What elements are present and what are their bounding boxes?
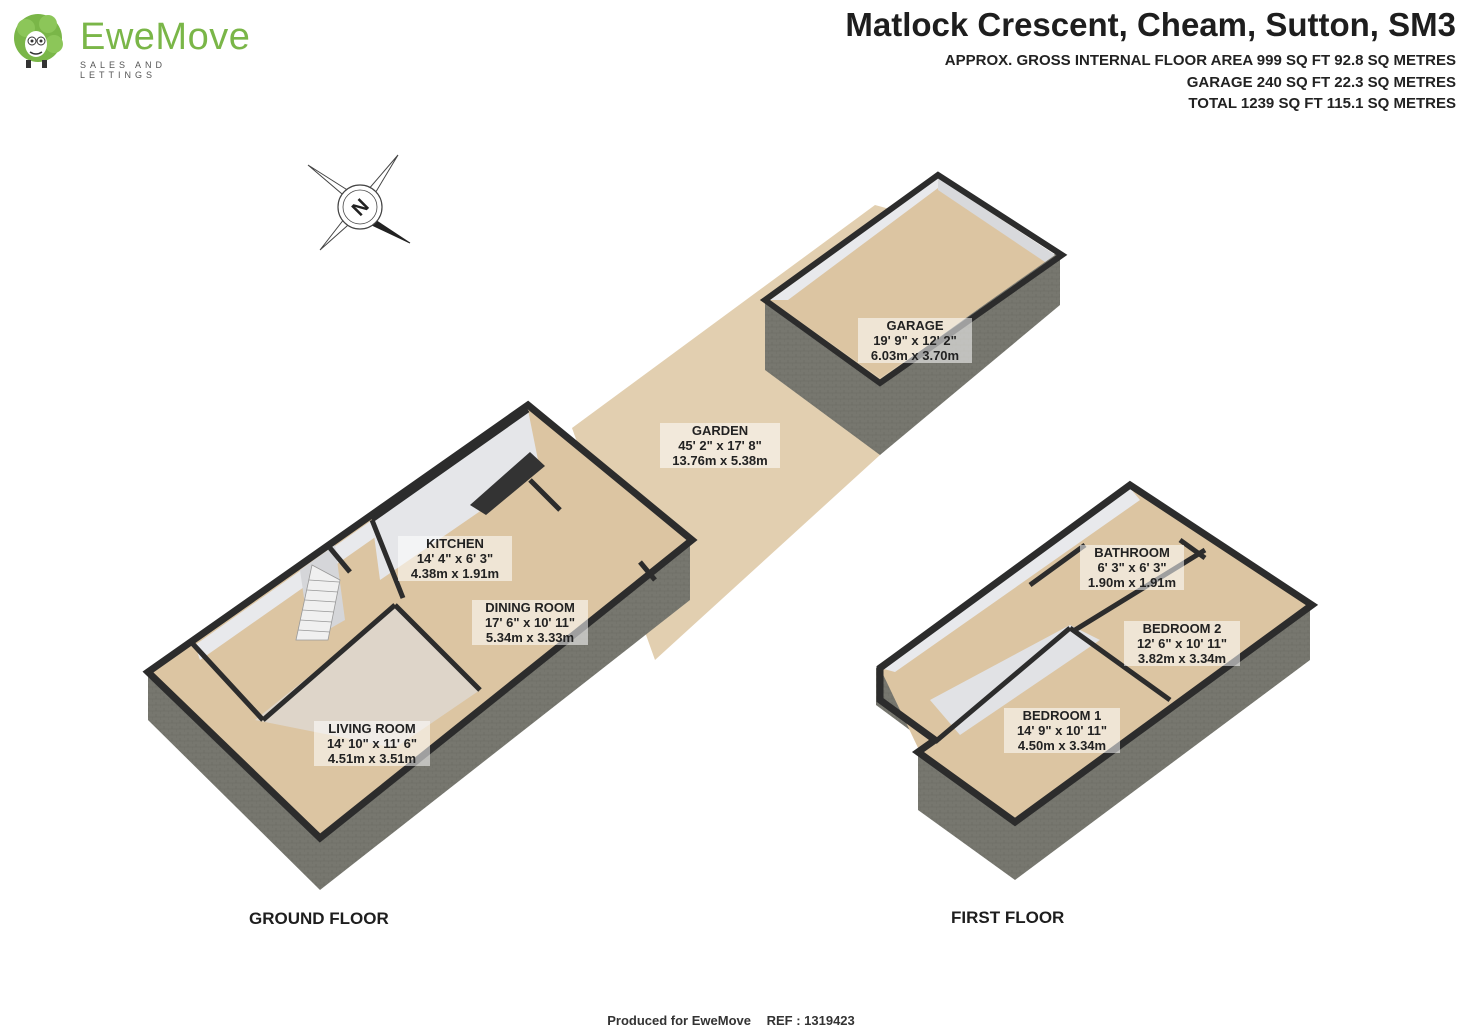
sheep-logo-icon [14,14,63,68]
area-line-total: TOTAL 1239 SQ FT 115.1 SQ METRES [1188,95,1456,112]
room-label-kitchen: KITCHEN 14' 4" x 6' 3" 4.38m x 1.91m [398,536,512,581]
room-label-dining-room: DINING ROOM 17' 6" x 10' 11" 5.34m x 3.3… [472,600,588,645]
room-label-bedroom-2: BEDROOM 2 12' 6" x 10' 11" 3.82m x 3.34m [1124,621,1240,666]
ground-floor-block [142,400,698,890]
first-floor-label: FIRST FLOOR [951,908,1065,927]
area-line-garage: GARAGE 240 SQ FT 22.3 SQ METRES [1186,74,1456,91]
brand-tagline: SALES AND LETTINGS [80,60,167,80]
area-line-internal: APPROX. GROSS INTERNAL FLOOR AREA 999 SQ… [944,52,1456,69]
room-label-garage: GARAGE 19' 9" x 12' 2" 6.03m x 3.70m [858,318,972,363]
first-floor-block [876,480,1319,880]
room-label-garden: GARDEN 45' 2" x 17' 8" 13.76m x 5.38m [660,423,780,468]
room-label-bedroom-1: BEDROOM 1 14' 9" x 10' 11" 4.50m x 3.34m [1004,708,1120,753]
ground-floor-label: GROUND FLOOR [249,909,389,928]
room-label-bathroom: BATHROOM 6' 3" x 6' 3" 1.90m x 1.91m [1080,545,1184,590]
property-address: Matlock Crescent, Cheam, Sutton, SM3 [845,6,1456,43]
brand-logo: EweMove SALES AND LETTINGS [8,8,251,80]
compass-icon: N [307,154,411,251]
room-label-living-room: LIVING ROOM 14' 10" x 11' 6" 4.51m x 3.5… [314,721,430,766]
footer: Produced for EweMove REF : 1319423 [0,1013,1462,1028]
stairs-icon [295,564,341,641]
footer-ref: REF : 1319423 [766,1013,855,1028]
brand-name: EweMove [80,16,251,58]
footer-produced: Produced for EweMove [607,1013,751,1028]
